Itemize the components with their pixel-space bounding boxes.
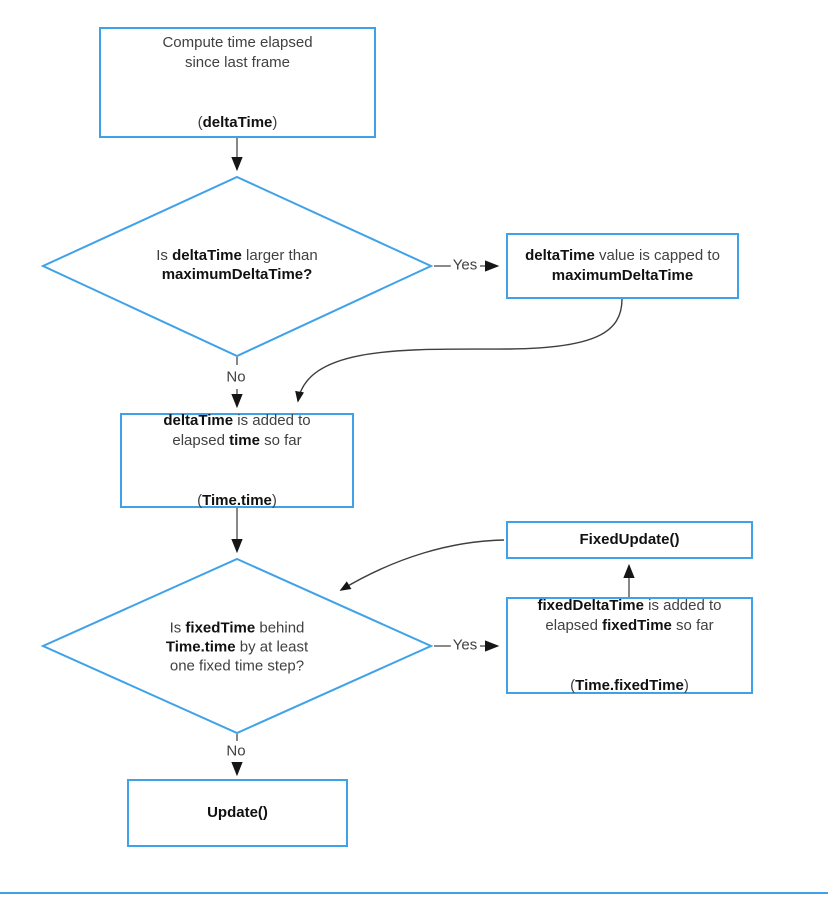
edge-label-yes-2: Yes	[450, 636, 480, 654]
connector-capped-to-addtime	[295, 298, 623, 403]
bottom-rule	[0, 892, 828, 894]
edge-label-yes-1: Yes	[450, 256, 480, 274]
edge-label-no-2: No	[224, 742, 248, 760]
edge-label-no-1: No	[224, 368, 248, 386]
node-update: Update()	[127, 779, 348, 847]
decision2-shape	[40, 557, 434, 735]
decision1-shape	[40, 175, 434, 358]
node-fixedupdate: FixedUpdate()	[506, 521, 753, 559]
node-fixedupdate-text: FixedUpdate()	[579, 531, 680, 548]
node-update-text: Update()	[207, 804, 268, 821]
connector-fixedupdate-to-decision2	[339, 539, 505, 591]
